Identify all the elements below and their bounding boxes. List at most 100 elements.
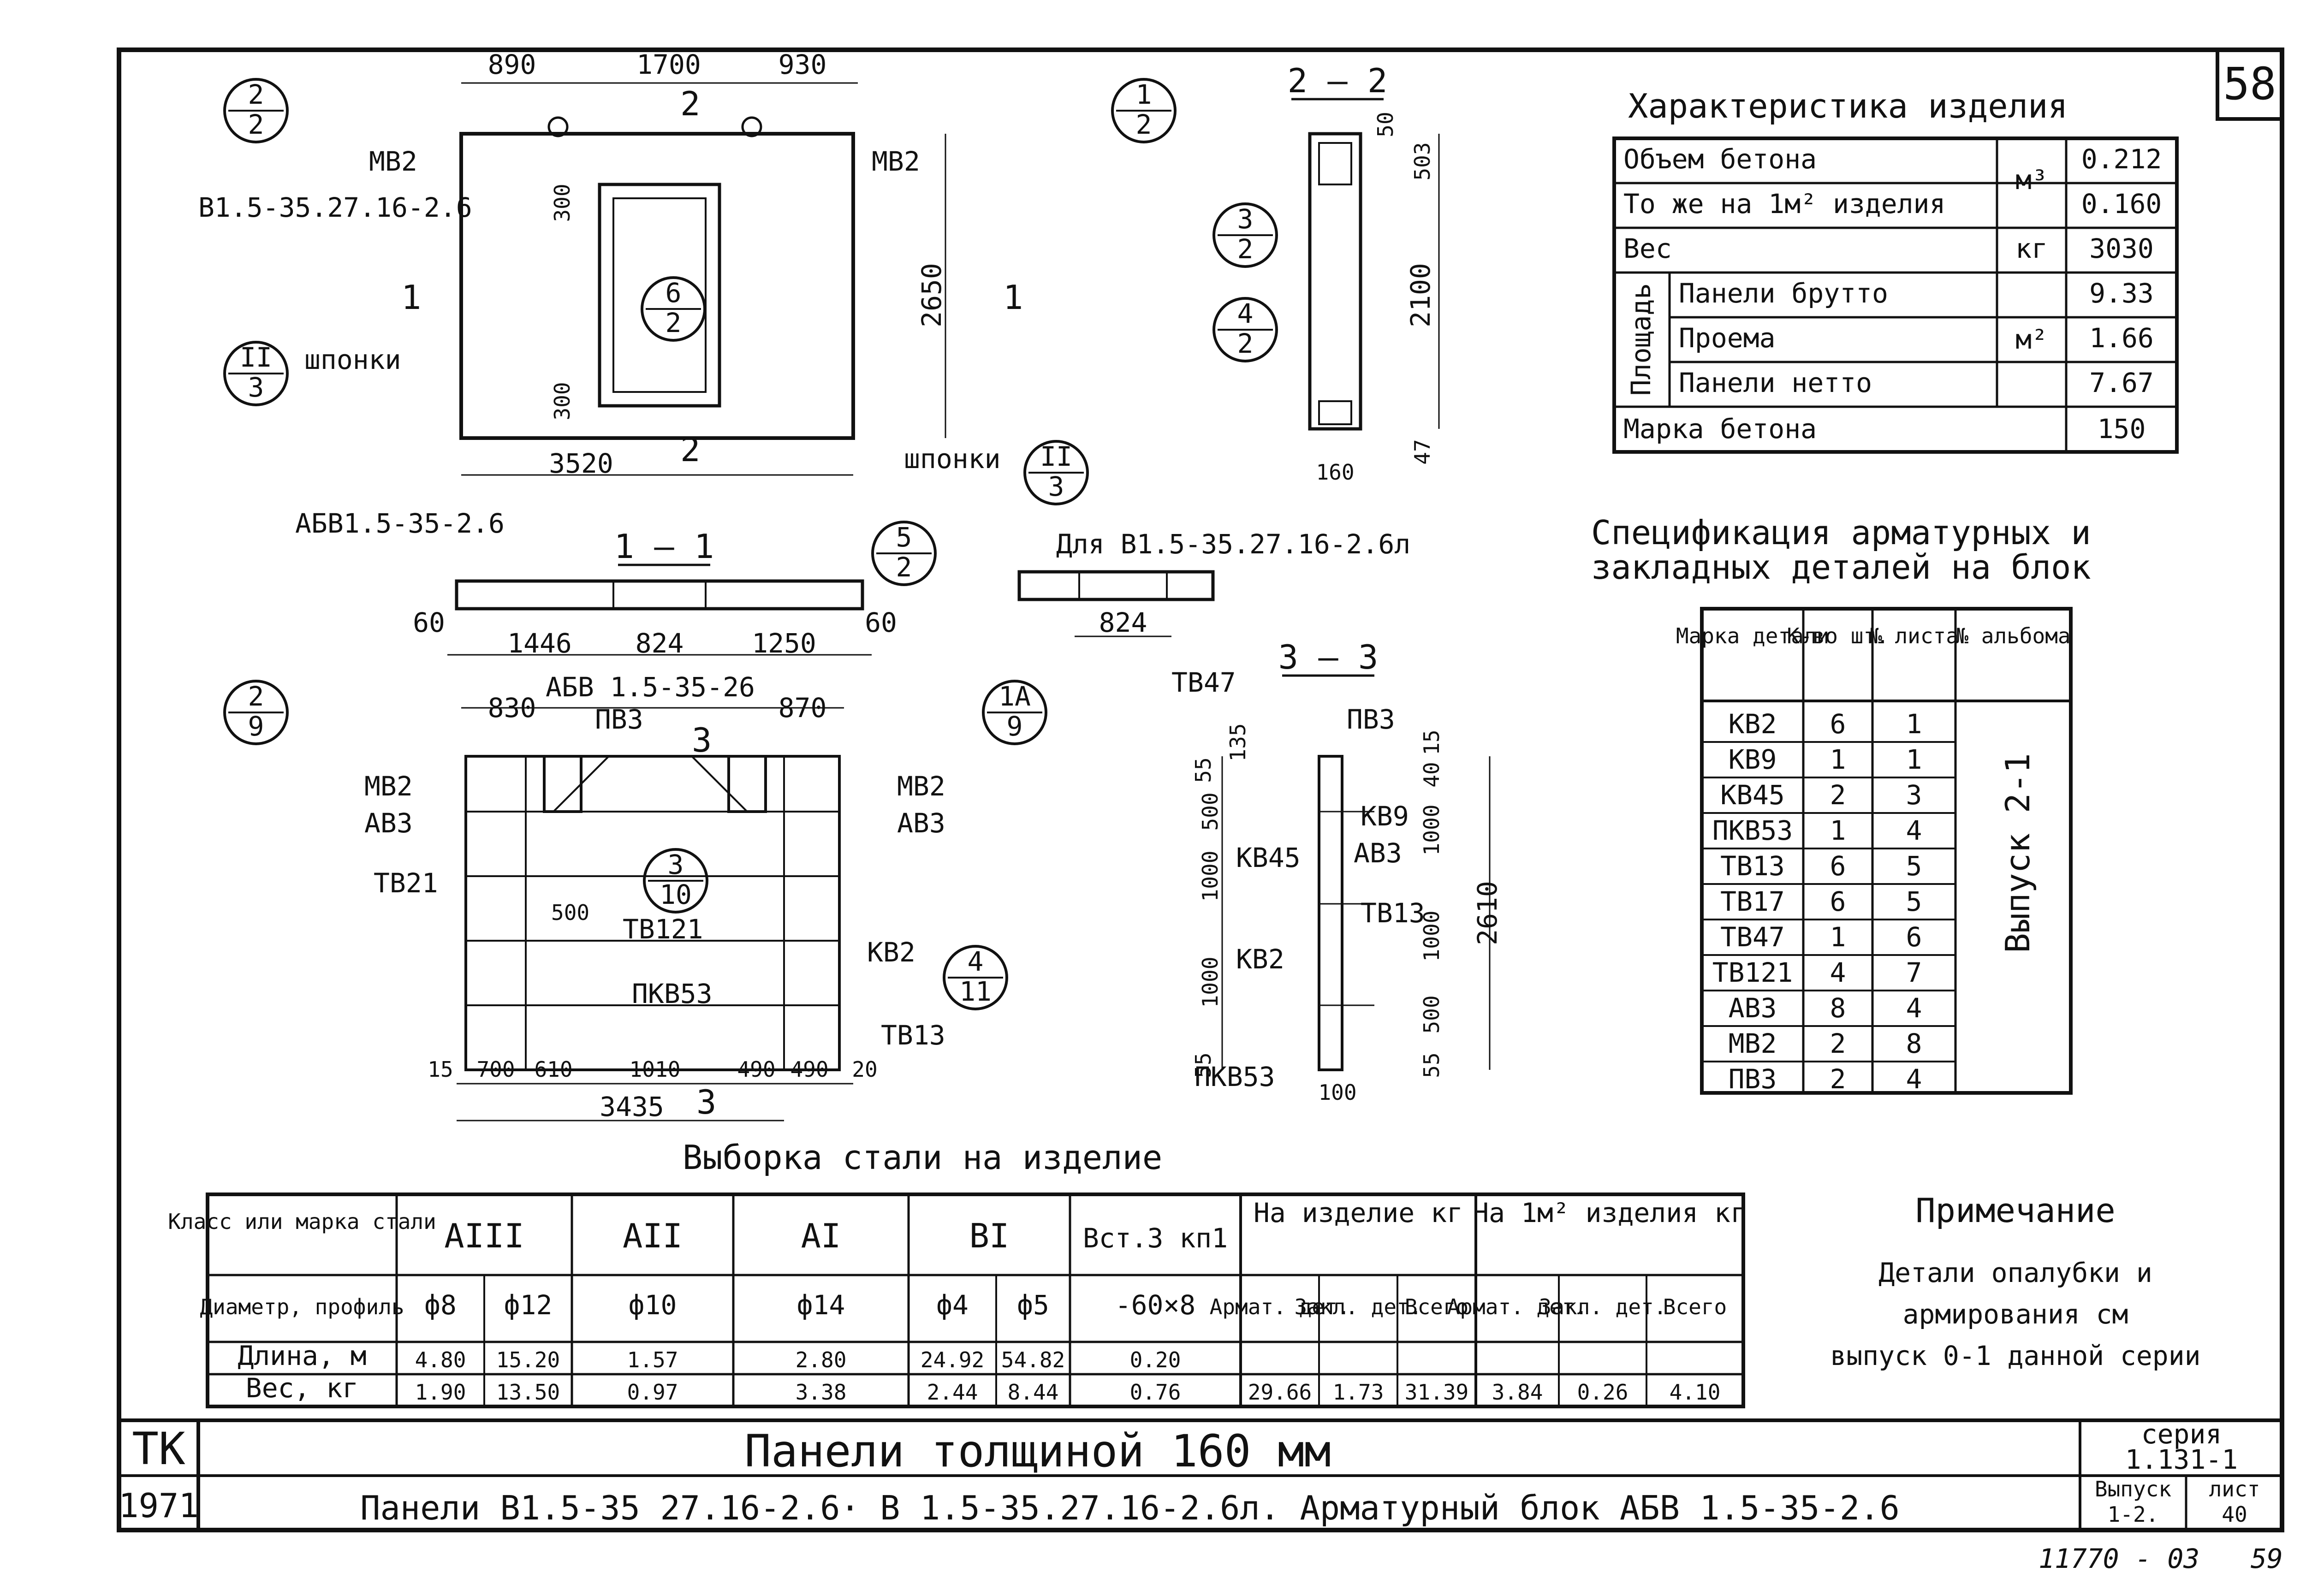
dim-500-block: 500 [551, 900, 589, 925]
steel-title: Выборка стали на изделие [683, 1138, 1162, 1177]
label-pv3: ПВ3 [595, 704, 643, 735]
dim-60-left: 60 [413, 607, 445, 638]
spec-row-qty: 2 [1830, 1028, 1846, 1059]
note-line-3: выпуск 0-1 данной серии [1830, 1340, 2200, 1371]
dim-3435: 3435 [600, 1091, 664, 1122]
dim-1000-right-b: 1000 [1419, 911, 1444, 962]
steel-class-BI: ВI [969, 1216, 1010, 1255]
spec-row-qty: 1 [1830, 921, 1846, 953]
shponki-left: шпонки [304, 344, 401, 375]
steel-length: 4.80 [415, 1347, 466, 1372]
dim-1000-right-a: 1000 [1419, 805, 1444, 856]
char-row-4-value: 9.33 [2089, 278, 2154, 309]
svg-text:2: 2 [248, 681, 264, 712]
title-main: Панели толщиной 160 мм [744, 1425, 1331, 1477]
section-1-1-title: 1 — 1 [614, 527, 714, 566]
archive-number: 11770 - 03 [2039, 1543, 2199, 1574]
dim-870: 870 [779, 692, 827, 724]
char-row-7-name: Марка бетона [1623, 413, 1817, 445]
dim-1000-left-a: 1000 [1198, 851, 1223, 902]
cut-mark-1-right: 1 [1003, 278, 1023, 317]
callout-2-9: 2 9 [223, 680, 289, 745]
section-3-3: 3 — 3 ТВ47 ПВ3 КВ9 АВ3 КВ45 ТВ13 КВ2 ПКВ… [1171, 638, 1503, 1105]
title-sub: Панели В1.5-35 27.16-2.6· В 1.5-35.27.16… [360, 1489, 1900, 1527]
steel-col-class: Класс или марка стали [168, 1209, 436, 1234]
panel-mark: В1.5-35.27.16-2.6 [198, 192, 472, 223]
svg-text:9: 9 [248, 711, 264, 742]
opening-outline [598, 183, 721, 408]
spec-row-sheet: 3 [1906, 779, 1922, 811]
dim-1250: 1250 [752, 628, 816, 659]
svg-text:6: 6 [666, 277, 682, 309]
spec-row-sheet: 6 [1906, 921, 1922, 953]
dim-2610: 2610 [1472, 881, 1503, 945]
spec-row-sheet: 4 [1906, 992, 1922, 1024]
spec-row-sheet: 8 [1906, 1028, 1922, 1059]
section-3-3-title: 3 — 3 [1278, 638, 1379, 676]
spec-header-qty: К-во шт. [1787, 623, 1889, 648]
steel-diam: ф10 [629, 1289, 677, 1321]
steel-total: 31.39 [1405, 1380, 1468, 1405]
steel-sub-header: Армат. дет. [1210, 1294, 1350, 1319]
label-tv13: ТВ13 [881, 1020, 945, 1051]
steel-sub-header: Всего [1405, 1294, 1468, 1319]
dim-824-left: 824 [1099, 607, 1147, 638]
callout-II-3-right: II 3 [1023, 440, 1089, 505]
seria-value: 1.131-1 [2125, 1444, 2238, 1475]
svg-text:2: 2 [1237, 233, 1254, 265]
steel-on-product: На изделие кг [1254, 1197, 1463, 1228]
dim-50: 50 [1373, 112, 1398, 137]
dim-700: 700 [476, 1057, 515, 1082]
dim-1446: 1446 [507, 628, 572, 659]
cut-mark-1-left: 1 [401, 278, 421, 317]
label-pkv53-section: ПКВ53 [1195, 1061, 1275, 1092]
char-row-2-value: 0.160 [2081, 188, 2162, 220]
char-unit-m2: м² [2015, 324, 2048, 355]
steel-length: 0.20 [1130, 1347, 1181, 1372]
callout-2-2: 2 2 [223, 78, 289, 143]
shponki-right: шпонки [904, 443, 1001, 475]
steel-col-weight: Вес, кг [246, 1372, 358, 1404]
mv2-left: МВ2 [369, 146, 417, 177]
title-block: ТК 1971 Панели толщиной 160 мм Панели В1… [117, 1418, 2284, 1532]
spec-row-mark: ПКВ53 [1712, 815, 1793, 846]
steel-diam: ф4 [936, 1289, 969, 1321]
char-row-3-value: 3030 [2089, 233, 2154, 264]
steel-class-AI: АI [801, 1216, 841, 1255]
label-tv13-section: ТВ13 [1361, 897, 1425, 929]
callout-4-2: 4 2 [1212, 297, 1278, 362]
dim-2100: 2100 [1405, 263, 1436, 327]
steel-length: 24.92 [921, 1347, 984, 1372]
callout-3-10: 3 10 [643, 848, 708, 914]
dim-300-top: 300 [550, 184, 575, 222]
steel-diam: ф14 [797, 1289, 845, 1321]
spec-row-qty: 6 [1830, 708, 1846, 740]
steel-total: 29.66 [1248, 1380, 1312, 1405]
dim-490-b: 490 [790, 1057, 828, 1082]
label-kv9: КВ9 [1361, 801, 1409, 832]
steel-sub-header: Закл. дет. [1295, 1294, 1422, 1319]
svg-text:9: 9 [1007, 711, 1023, 742]
list-label: лист [2209, 1477, 2260, 1501]
mv2-right: МВ2 [872, 146, 920, 177]
svg-text:5: 5 [896, 522, 912, 553]
label-mv2-left: МВ2 [364, 771, 413, 802]
sheet-number-box [2216, 48, 2284, 121]
steel-sub-header: Армат. дет. [1447, 1294, 1588, 1319]
spec-header-sheet: № листа [1869, 623, 1959, 648]
spec-row-qty: 2 [1830, 779, 1846, 811]
svg-text:3: 3 [668, 849, 684, 880]
steel-sub-header: Всего [1663, 1294, 1727, 1319]
dim-930: 930 [779, 49, 827, 80]
steel-col-length: Длина, м [238, 1340, 366, 1371]
dim-1010: 1010 [630, 1057, 681, 1082]
dim-830: 830 [488, 692, 536, 724]
dim-15: 15 [428, 1057, 453, 1082]
char-area-label: Площадь [1625, 283, 1657, 396]
title-year: 1971 [119, 1486, 198, 1525]
sheet-number: 58 [2223, 58, 2276, 110]
svg-text:4: 4 [1237, 298, 1254, 329]
spec-row-sheet: 5 [1906, 850, 1922, 882]
label-mv2-right: МВ2 [897, 771, 945, 802]
dim-490-a: 490 [737, 1057, 775, 1082]
